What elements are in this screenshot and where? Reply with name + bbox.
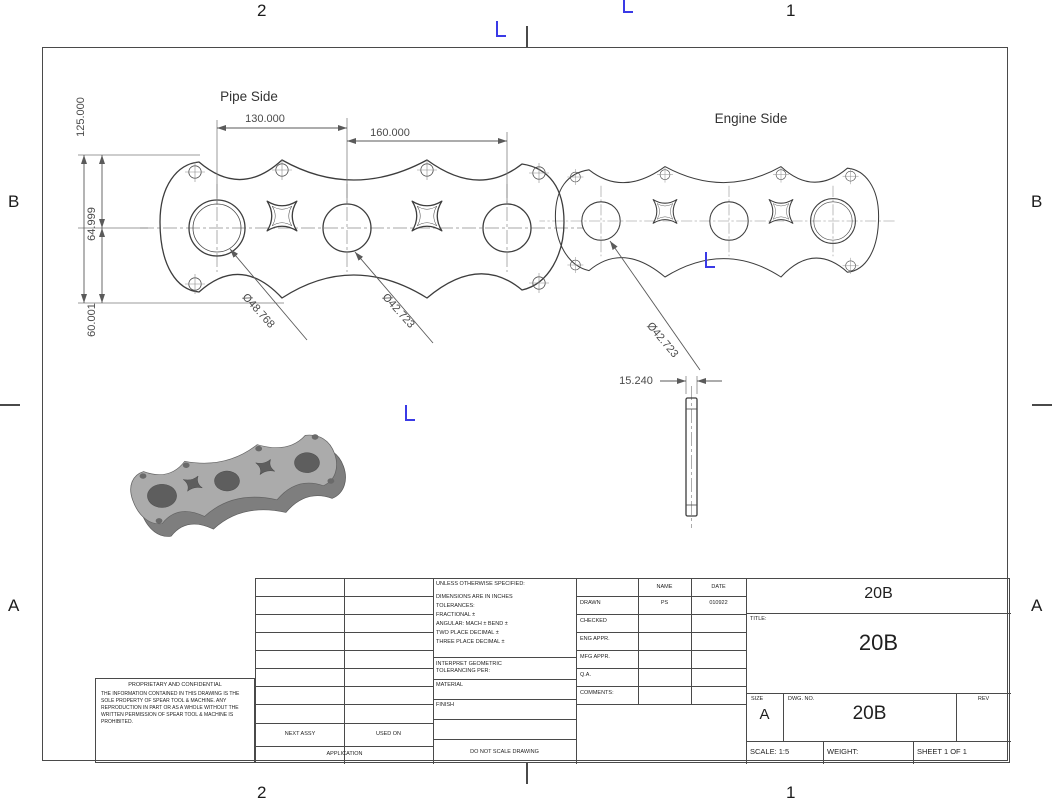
zone-label-bottom-2: 2 bbox=[257, 783, 267, 802]
view-origin-marker[interactable] bbox=[496, 21, 506, 37]
dim-center-to-bottom[interactable]: 60.001 bbox=[86, 303, 98, 337]
approval-date: 010922 bbox=[709, 600, 728, 606]
proprietary-text: THE INFORMATION CONTAINED IN THIS DRAWIN… bbox=[101, 691, 240, 725]
sheet-label: SHEET 1 OF 1 bbox=[917, 747, 967, 756]
next-assy-label: NEXT ASSY bbox=[284, 731, 316, 737]
dwg-no-label: DWG. NO. bbox=[788, 696, 815, 702]
tolerance-note: DIMENSIONS ARE IN INCHES bbox=[436, 594, 513, 600]
finish-label: FINISH bbox=[436, 702, 455, 708]
interpret-note: INTERPRET GEOMETRIC TOLERANCING PER: bbox=[436, 661, 502, 675]
isometric-view[interactable] bbox=[123, 428, 355, 544]
dim-port-spacing-130[interactable]: 130.000 bbox=[245, 113, 285, 125]
zone-tick-bottom bbox=[526, 762, 528, 784]
view-origin-marker[interactable] bbox=[623, 0, 633, 13]
tolerance-note: TOLERANCES: bbox=[436, 603, 475, 609]
section-view[interactable]: 15.240 bbox=[619, 375, 722, 528]
zone-label-bottom-1: 1 bbox=[786, 783, 796, 802]
dim-center-to-top[interactable]: 64.999 bbox=[86, 207, 98, 241]
comments-label: COMMENTS: bbox=[580, 690, 614, 696]
pipe-side-label: Pipe Side bbox=[220, 89, 278, 104]
zone-label-top-1: 1 bbox=[786, 1, 796, 20]
zone-label-right-a: A bbox=[1031, 596, 1043, 615]
view-origin-marker[interactable] bbox=[705, 252, 715, 268]
zone-tick-left bbox=[0, 404, 20, 406]
used-on-label: USED ON bbox=[375, 731, 402, 737]
size-label: SIZE bbox=[751, 696, 764, 702]
unless-otherwise-note: UNLESS OTHERWISE SPECIFIED: bbox=[436, 581, 525, 587]
approval-name: PS bbox=[660, 600, 669, 606]
material-label: MATERIAL bbox=[436, 682, 464, 688]
approval-row-label: Q.A. bbox=[580, 672, 592, 678]
drawing-number-top: 20B bbox=[864, 585, 893, 602]
dim-thickness[interactable]: 15.240 bbox=[619, 375, 653, 387]
dim-engine-bore-diameter[interactable]: Ø42.723 bbox=[644, 320, 680, 360]
proprietary-notice: PROPRIETARY AND CONFIDENTIAL THE INFORMA… bbox=[95, 678, 255, 763]
title-value: 20B bbox=[858, 630, 899, 655]
pipe-side-dimensions: 125.000 64.999 60.001 130.000 160.000 Ø4… bbox=[75, 97, 508, 344]
approval-row-label: DRAWN bbox=[580, 600, 601, 606]
zone-tick-right bbox=[1032, 404, 1052, 406]
proprietary-title: PROPRIETARY AND CONFIDENTIAL bbox=[128, 682, 222, 688]
zone-label-left-b: B bbox=[8, 192, 20, 211]
approval-row-label: MFG APPR. bbox=[580, 654, 610, 660]
engine-side-dimensions: Ø42.723 bbox=[609, 240, 701, 371]
dwg-no-value: 20B bbox=[852, 703, 887, 724]
engine-side-label: Engine Side bbox=[715, 111, 788, 126]
dim-overall-height[interactable]: 125.000 bbox=[75, 97, 87, 137]
weight-label: WEIGHT: bbox=[827, 747, 859, 756]
rev-label: REV bbox=[977, 696, 990, 702]
title-block: UNLESS OTHERWISE SPECIFIED: DIMENSIONS A… bbox=[255, 578, 1011, 764]
approval-row-label: ENG APPR. bbox=[580, 636, 610, 642]
dim-bore-diameter-42[interactable]: Ø42.723 bbox=[380, 291, 417, 330]
zone-tick-top bbox=[526, 26, 528, 47]
tolerance-note: FRACTIONAL ± bbox=[436, 612, 476, 618]
title-label: TITLE: bbox=[750, 616, 767, 622]
scale-value: SCALE: 1:5 bbox=[750, 747, 790, 756]
zone-label-top-2: 2 bbox=[257, 1, 267, 20]
do-not-scale-note: DO NOT SCALE DRAWING bbox=[470, 749, 539, 755]
zone-label-right-b: B bbox=[1031, 192, 1043, 211]
tolerance-note: TWO PLACE DECIMAL ± bbox=[436, 630, 499, 636]
pipe-side-view[interactable] bbox=[140, 160, 584, 298]
tolerance-note: ANGULAR: MACH ± BEND ± bbox=[436, 621, 508, 627]
name-column-header: NAME bbox=[656, 584, 673, 590]
date-column-header: DATE bbox=[711, 584, 726, 590]
engine-side-view[interactable] bbox=[539, 167, 894, 277]
zone-label-left-a: A bbox=[8, 596, 20, 615]
view-origin-marker[interactable] bbox=[405, 405, 415, 421]
dim-port-spacing-160[interactable]: 160.000 bbox=[370, 127, 410, 139]
approval-row-label: CHECKED bbox=[580, 618, 607, 624]
sheet-border bbox=[42, 47, 1008, 761]
size-value: A bbox=[759, 706, 770, 723]
application-label: APPLICATION bbox=[326, 751, 363, 757]
tolerance-note: THREE PLACE DECIMAL ± bbox=[436, 639, 505, 645]
